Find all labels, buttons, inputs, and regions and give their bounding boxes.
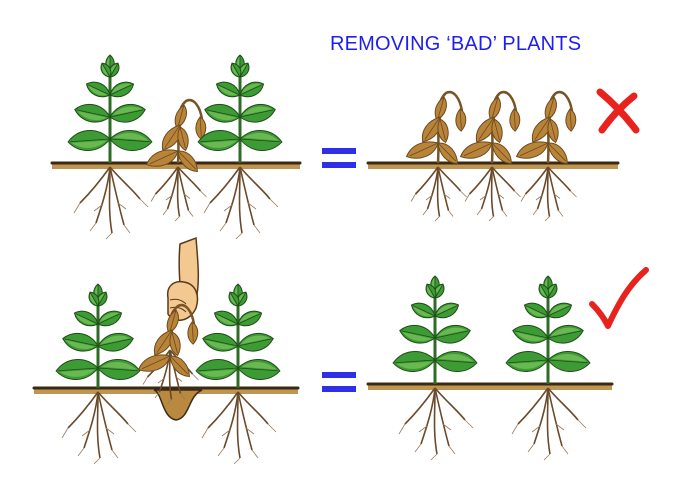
healthy-plant <box>197 54 283 240</box>
hand-pulling-plant <box>166 236 200 321</box>
ground-bottom-left <box>32 386 300 421</box>
wilted-plant <box>459 90 521 222</box>
healthy-plant <box>392 275 478 461</box>
equals-icon <box>322 372 356 392</box>
wilted-plant <box>515 90 577 222</box>
pulled-wilted-plant <box>137 303 199 405</box>
ground-bottom-right <box>366 382 614 390</box>
ground-top-left <box>50 161 302 169</box>
diagram-title: REMOVING ‘BAD’ PLANTS <box>330 33 582 55</box>
check-icon <box>589 267 649 329</box>
equals-icon <box>322 148 356 168</box>
wilted-plant <box>405 90 467 222</box>
healthy-plant <box>505 275 591 461</box>
healthy-plant <box>55 283 141 465</box>
healthy-plant <box>195 283 281 465</box>
healthy-plant <box>67 54 153 240</box>
cross-icon <box>596 88 640 134</box>
wilted-plant <box>145 98 207 222</box>
